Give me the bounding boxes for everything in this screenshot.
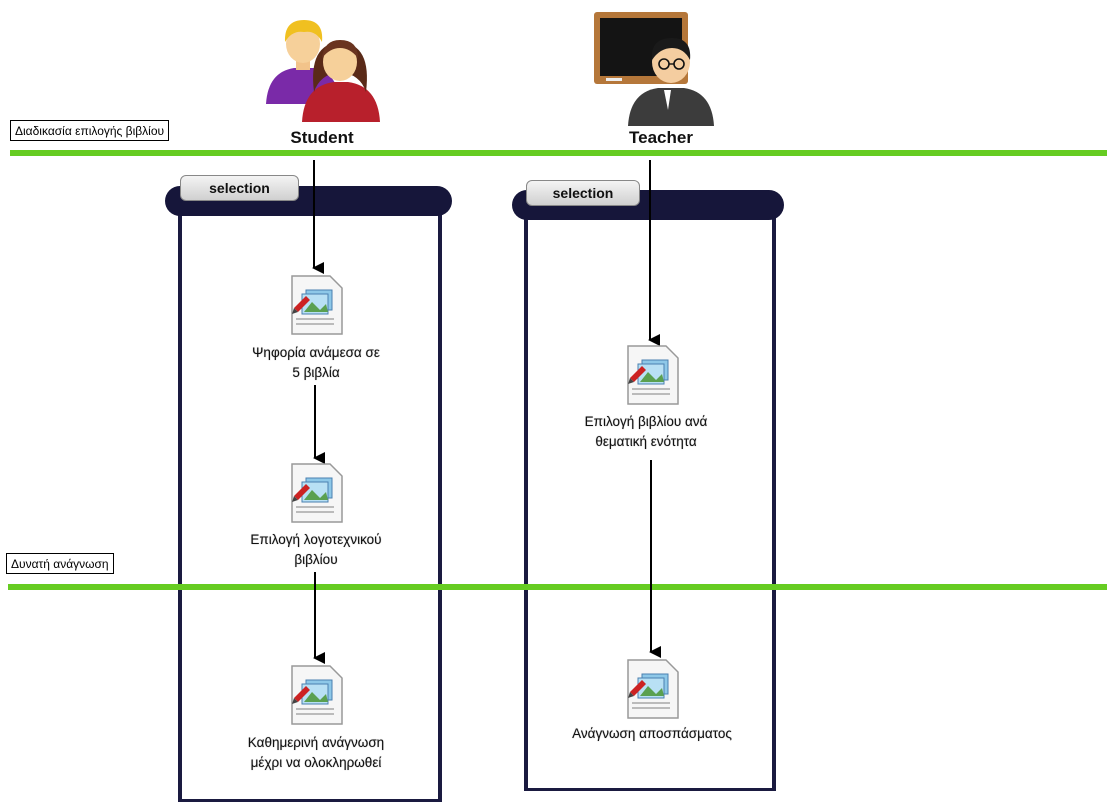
activity-document-icon[interactable] (288, 664, 344, 726)
lane-label-possible-reading: Δυνατή ανάγνωση (6, 553, 114, 574)
student-actor-icon (266, 20, 380, 122)
activity-teacher-choose-by-unit[interactable]: Επιλογή βιβλίου ανά θεματική ενότητα (546, 412, 746, 452)
activity-label-line: βιβλίου (294, 552, 338, 567)
student-pool-tab[interactable]: selection (180, 175, 299, 201)
activity-document-icon[interactable] (624, 658, 680, 720)
activity-label-line: Ψηφορία ανάμεσα σε (252, 345, 380, 360)
activity-student-vote[interactable]: Ψηφορία ανάμεσα σε 5 βιβλία (216, 343, 416, 383)
activity-student-daily-reading[interactable]: Καθημερινή ανάγνωση μέχρι να ολοκληρωθεί (216, 733, 416, 773)
student-actor-label: Student (290, 128, 354, 147)
lane-label-selection-process: Διαδικασία επιλογής βιβλίου (10, 120, 170, 141)
teacher-pool-tab[interactable]: selection (526, 180, 640, 206)
activity-label-line: μέχρι να ολοκληρωθεί (250, 755, 382, 770)
activity-document-icon[interactable] (288, 462, 344, 524)
activity-student-choose-book[interactable]: Επιλογή λογοτεχνικού βιβλίου (216, 530, 416, 570)
activity-document-icon[interactable] (288, 274, 344, 336)
lane-separator-top (10, 150, 1107, 156)
activity-label-line: Επιλογή λογοτεχνικού (250, 532, 382, 547)
activity-document-icon[interactable] (624, 344, 680, 406)
activity-label-line: 5 βιβλία (292, 365, 340, 380)
teacher-actor-label: Teacher (629, 128, 693, 147)
teacher-actor-icon (594, 12, 714, 126)
activity-label-line: Επιλογή βιβλίου ανά (584, 414, 708, 429)
activity-label-line: θεματική ενότητα (595, 434, 697, 449)
activity-label-line: Ανάγνωση αποσπάσματος (572, 726, 732, 741)
activity-label-line: Καθημερινή ανάγνωση (247, 735, 385, 750)
activity-teacher-read-excerpt[interactable]: Ανάγνωση αποσπάσματος (552, 724, 752, 744)
lane-separator-bottom (8, 584, 1107, 590)
